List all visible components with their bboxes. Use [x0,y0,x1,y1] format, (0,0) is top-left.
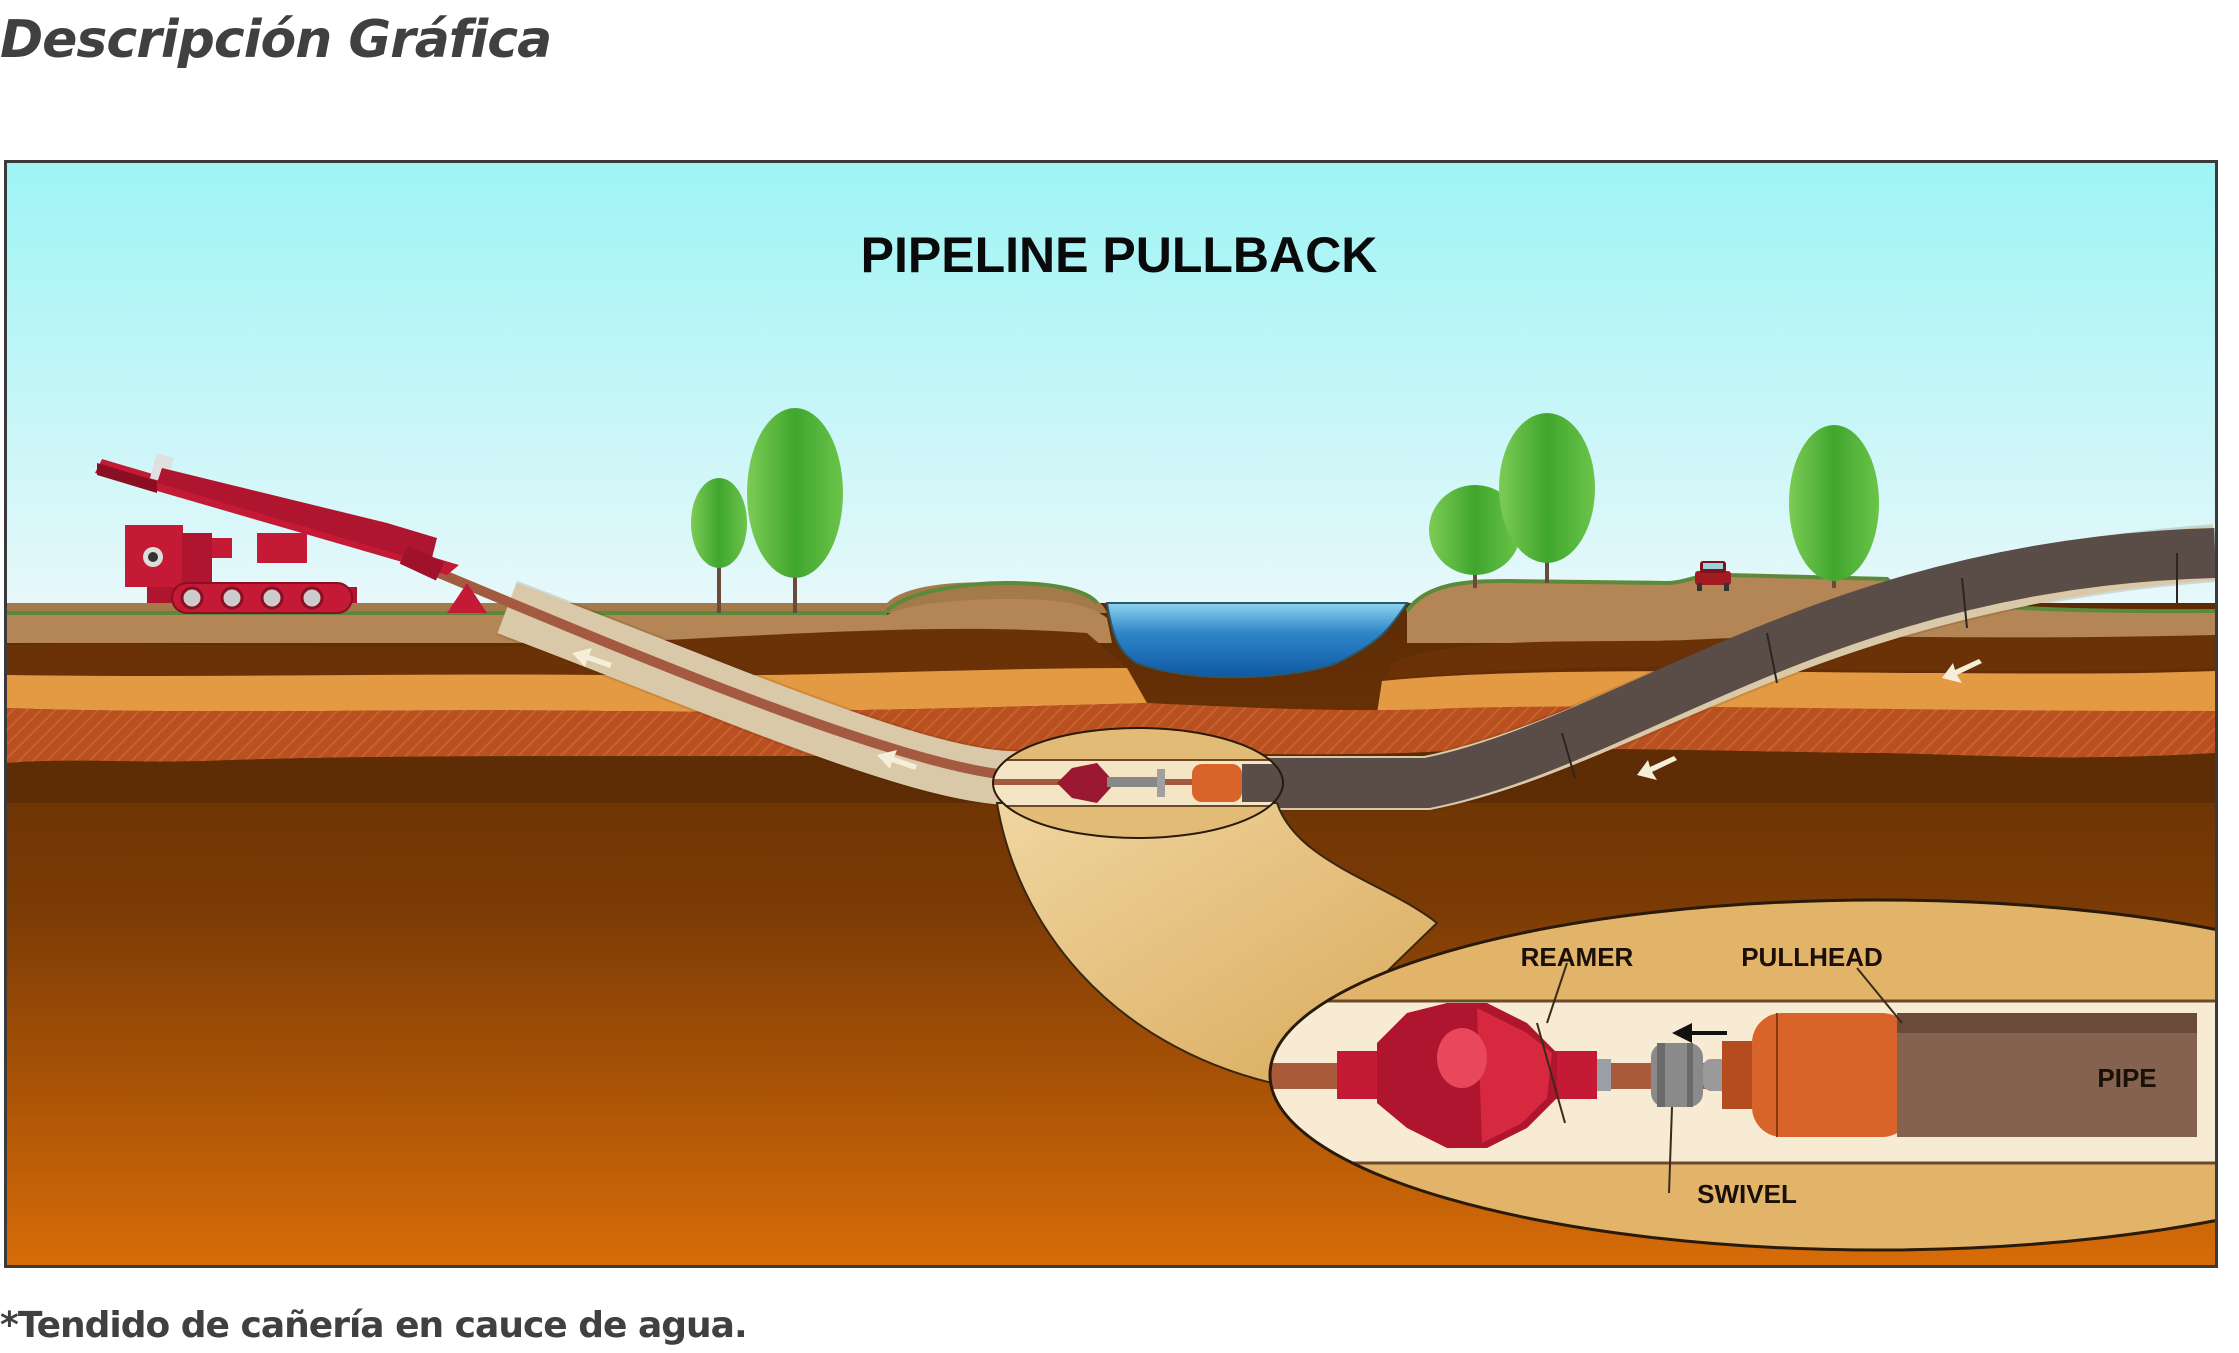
direction-arrows [572,648,1982,780]
pipe [1897,1013,2197,1137]
label-pullhead: PULLHEAD [1741,942,1883,972]
tree [1429,485,1521,588]
soil-strata [7,572,2215,803]
section-heading: Descripción Gráfica [0,10,552,70]
tree [1499,413,1595,583]
leader-swivel [1668,1106,1673,1194]
magnified-inset: REAMER PULLHEAD SWIVEL PIPE [1268,898,2215,1252]
leader-reamer [1536,1022,1566,1124]
pipeline-pullback-figure: PIPELINE PULLBACK [4,160,2218,1268]
pull-direction-arrow [1672,1023,1727,1043]
figure-caption: *Tendido de cañería en cauce de agua. [0,1305,748,1346]
pipeline-pullback-diagram: PIPELINE PULLBACK [7,163,2215,1265]
reamer [1337,1003,1611,1148]
pullhead [1722,1013,1912,1137]
product-pipe [1177,528,2215,808]
pipe-joints [1561,553,2178,779]
leader-pullhead [1856,967,1903,1024]
diagram-title: PIPELINE PULLBACK [861,227,1378,283]
tree [1789,425,1879,588]
river [1105,602,1409,679]
label-swivel: SWIVEL [1697,1179,1797,1209]
tree [691,478,747,613]
drill-rig [95,453,487,614]
car [1695,561,1731,591]
label-pipe: PIPE [2097,1063,2156,1093]
tree [747,408,843,613]
small-magnifier [992,727,1284,839]
trees [691,408,1879,613]
label-reamer: REAMER [1521,942,1634,972]
drill-string [425,563,1068,788]
